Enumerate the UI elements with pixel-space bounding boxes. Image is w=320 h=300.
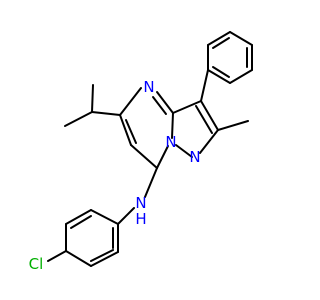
bond-c6-c7 bbox=[130, 144, 158, 169]
atom-chlorine: Cl bbox=[29, 255, 44, 273]
bond-c2-methyl bbox=[217, 120, 249, 131]
bond-phenyl-c3 bbox=[200, 69, 209, 102]
bond-ch-me1 bbox=[91, 84, 94, 113]
molecule-structure: N N N N H Cl bbox=[29, 31, 253, 273]
atom-n-bridge: N bbox=[165, 133, 176, 151]
atom-label-layer: N N N N H Cl bbox=[29, 78, 201, 273]
bond-aryl-5 bbox=[90, 251, 119, 267]
bond-nh-aryl bbox=[117, 207, 135, 225]
bond-c5-c6 bbox=[119, 114, 132, 146]
bond-c5-ch bbox=[91, 111, 121, 116]
atom-n-amine: N bbox=[135, 194, 146, 212]
bond-ch-me2 bbox=[64, 111, 93, 127]
bond-phenyl-1 bbox=[207, 31, 231, 46]
bond-layer bbox=[47, 31, 253, 267]
structure-canvas: N N N N H Cl bbox=[29, 31, 253, 273]
bond-aryl-4 bbox=[65, 250, 92, 267]
bond-phenyl-4 bbox=[229, 69, 253, 84]
bond-aryl-inner-2 bbox=[90, 249, 114, 262]
bond-aryl-2 bbox=[65, 209, 92, 225]
bond-phenyl-2 bbox=[229, 31, 253, 46]
bond-phenyl-5 bbox=[207, 69, 231, 84]
bond-phenyl-inner-3 bbox=[212, 66, 230, 78]
bond-c7-n7a bbox=[156, 145, 169, 169]
bond-c5-c6-double bbox=[125, 119, 137, 144]
bond-aryl-inner-1 bbox=[70, 215, 92, 229]
bond-c3-c2-double bbox=[195, 105, 213, 134]
bond-c3a-n4-double bbox=[152, 96, 167, 115]
bond-c-cl bbox=[47, 250, 67, 262]
bond-n4-c5 bbox=[119, 87, 142, 116]
bond-n7a-c3a bbox=[171, 112, 174, 139]
bond-aryl-1 bbox=[90, 209, 119, 225]
bond-c7-nh bbox=[144, 167, 158, 198]
bond-c2-n1 bbox=[199, 129, 219, 154]
bond-n1-n7a bbox=[175, 144, 193, 158]
bond-c3a-n4 bbox=[156, 91, 174, 114]
bond-c3a-c3 bbox=[172, 100, 202, 114]
atom-n-pyrimidine: N bbox=[143, 78, 154, 96]
bond-c3-c2 bbox=[200, 100, 219, 131]
bond-phenyl-inner-1 bbox=[212, 37, 230, 49]
atom-n-pyrazole: N bbox=[189, 148, 200, 166]
atom-h-amine: H bbox=[135, 210, 146, 228]
